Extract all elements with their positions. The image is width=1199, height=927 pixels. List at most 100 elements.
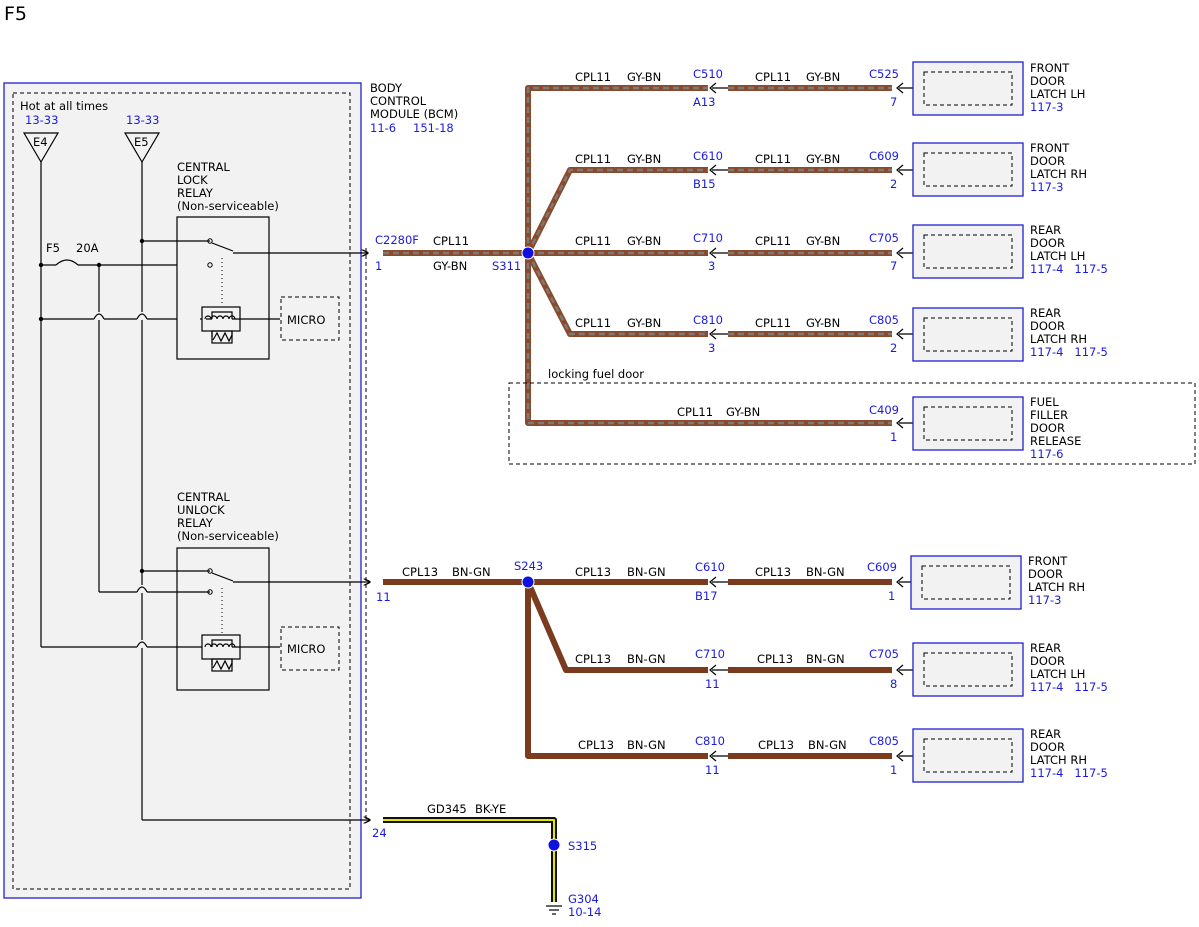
fuse-rating: 20A (76, 241, 99, 255)
fuel-option-label: locking fuel door (548, 367, 644, 381)
fuel-filler-door-release[interactable] (912, 396, 1024, 451)
b2-circuit-a: CPL11 (575, 152, 611, 166)
lock-relay-label-4: (Non-serviceable) (177, 199, 279, 213)
b3-inline[interactable]: C710 (693, 231, 723, 245)
c5-l2: FILLER (1030, 408, 1068, 422)
b3-end-conn[interactable]: C705 (869, 231, 899, 245)
b1-color-b: GY-BN (806, 70, 840, 84)
fuel-circuit: CPL11 (677, 405, 713, 419)
c4-refs[interactable]: 117-4 117-5 (1030, 345, 1108, 359)
bcm-ref-2[interactable]: 151-18 (413, 121, 454, 135)
u1-end-conn[interactable]: C609 (867, 560, 897, 574)
u1-color-b: BN-GN (806, 565, 845, 579)
u1-inline[interactable]: C610 (695, 560, 725, 574)
b4-circuit-a: CPL11 (575, 316, 611, 330)
front-door-latch-rh[interactable] (912, 142, 1024, 197)
lock-connector[interactable]: C2280F (375, 233, 419, 247)
b2-inline[interactable]: C610 (693, 149, 723, 163)
u2-inline-pin: 11 (705, 677, 720, 691)
c5-refs[interactable]: 117-6 (1030, 447, 1063, 461)
splice-s243-dot (521, 575, 535, 589)
unlock-front-door-latch-rh[interactable] (910, 555, 1022, 610)
u3-end-conn[interactable]: C805 (869, 734, 899, 748)
fuel-end-conn[interactable]: C409 (869, 403, 899, 417)
b1-end-conn[interactable]: C525 (869, 67, 899, 81)
b1-inline[interactable]: C510 (693, 67, 723, 81)
feed-e4-ref: 13-33 (25, 113, 58, 127)
b4-inline[interactable]: C810 (693, 313, 723, 327)
unlock-rear-door-latch-lh[interactable] (912, 642, 1024, 697)
c7-refs[interactable]: 117-4 117-5 (1030, 680, 1108, 694)
c1-l2: DOOR (1030, 74, 1065, 88)
b4-inline-pin: 3 (708, 341, 715, 355)
u1-end-pin: 1 (888, 589, 895, 603)
fuel-end-pin: 1 (890, 430, 897, 444)
b2-end-conn[interactable]: C609 (869, 149, 899, 163)
c2-refs[interactable]: 117-3 (1030, 180, 1063, 194)
rear-door-latch-lh[interactable] (912, 224, 1024, 279)
c3-refs[interactable]: 117-4 117-5 (1030, 262, 1108, 276)
unlock-relay-label-1: CENTRAL (177, 490, 230, 504)
splice-s311[interactable]: S311 (492, 259, 521, 273)
feed-e4-label: E4 (33, 135, 48, 149)
u3-circuit-b: CPL13 (758, 738, 794, 752)
unlock-relay-label-2: UNLOCK (177, 503, 225, 517)
b3-circuit-a: CPL11 (575, 234, 611, 248)
c8-l2: DOOR (1030, 740, 1065, 754)
b3-circuit-b: CPL11 (755, 234, 791, 248)
u3-color-a: BN-GN (627, 738, 666, 752)
u2-end-conn[interactable]: C705 (869, 647, 899, 661)
ground-icon (546, 905, 562, 915)
u1-inline-pin: B17 (695, 589, 718, 603)
lock-trunk-circuit: CPL11 (433, 234, 469, 248)
c3-l3: LATCH LH (1030, 249, 1085, 263)
ground-g304[interactable]: G304 (568, 892, 599, 906)
b4-circuit-b: CPL11 (755, 316, 791, 330)
splice-s243[interactable]: S243 (514, 559, 543, 573)
c6-refs[interactable]: 117-3 (1028, 593, 1061, 607)
b1-color-a: GY-BN (627, 70, 661, 84)
bcm-ref-1[interactable]: 11-6 (370, 121, 396, 135)
unlock-relay-label-4: (Non-serviceable) (177, 529, 279, 543)
c6-l1: FRONT (1028, 554, 1068, 568)
hot-at-all-times: Hot at all times (20, 99, 108, 113)
ground-ref[interactable]: 10-14 (568, 905, 601, 919)
c6-l2: DOOR (1028, 567, 1063, 581)
b4-end-pin: 2 (890, 341, 897, 355)
fuel-option-box (508, 382, 1196, 465)
b2-inline-pin: B15 (693, 177, 716, 191)
c8-refs[interactable]: 117-4 117-5 (1030, 766, 1108, 780)
c1-refs[interactable]: 117-3 (1030, 100, 1063, 114)
splice-s315[interactable]: S315 (568, 839, 597, 853)
b1-circuit-b: CPL11 (755, 70, 791, 84)
c7-l1: REAR (1030, 641, 1061, 655)
micro-label-2: MICRO (287, 642, 325, 656)
u3-circuit-a: CPL13 (578, 738, 614, 752)
c8-l3: LATCH RH (1030, 753, 1087, 767)
bcm-title-1: BODY (370, 81, 403, 95)
unlock-pin: 11 (376, 590, 391, 604)
c7-l3: LATCH LH (1030, 667, 1085, 681)
splice-s315-dot (547, 838, 561, 852)
b4-end-conn[interactable]: C805 (869, 313, 899, 327)
lock-circuit: C2280F 1 CPL11 GY-BN S311 CPL11 GY-BN C5… (375, 67, 1196, 465)
b3-end-pin: 7 (890, 259, 897, 273)
c6-l3: LATCH RH (1028, 580, 1085, 594)
bcm-inner-dashed (12, 92, 351, 890)
b1-inline-pin: A13 (693, 95, 716, 109)
c3-l2: DOOR (1030, 236, 1065, 250)
bcm-module: Hot at all times 13-33 13-33 E4 E5 F5 20… (3, 82, 370, 899)
unlock-trunk-color: BN-GN (452, 565, 491, 579)
u3-inline[interactable]: C810 (695, 734, 725, 748)
u3-end-pin: 1 (890, 763, 897, 777)
unlock-rear-door-latch-rh[interactable] (912, 728, 1024, 783)
front-door-latch-lh[interactable] (912, 61, 1024, 116)
c2-l3: LATCH RH (1030, 167, 1087, 181)
u2-inline[interactable]: C710 (695, 647, 725, 661)
b1-end-pin: 7 (890, 95, 897, 109)
unlock-trunk-circuit: CPL13 (402, 565, 438, 579)
feed-e5-label: E5 (134, 135, 149, 149)
rear-door-latch-rh[interactable] (912, 307, 1024, 362)
c7-l2: DOOR (1030, 654, 1065, 668)
components: FRONT DOOR LATCH LH 117-3 FRONT DOOR LAT… (910, 61, 1108, 783)
